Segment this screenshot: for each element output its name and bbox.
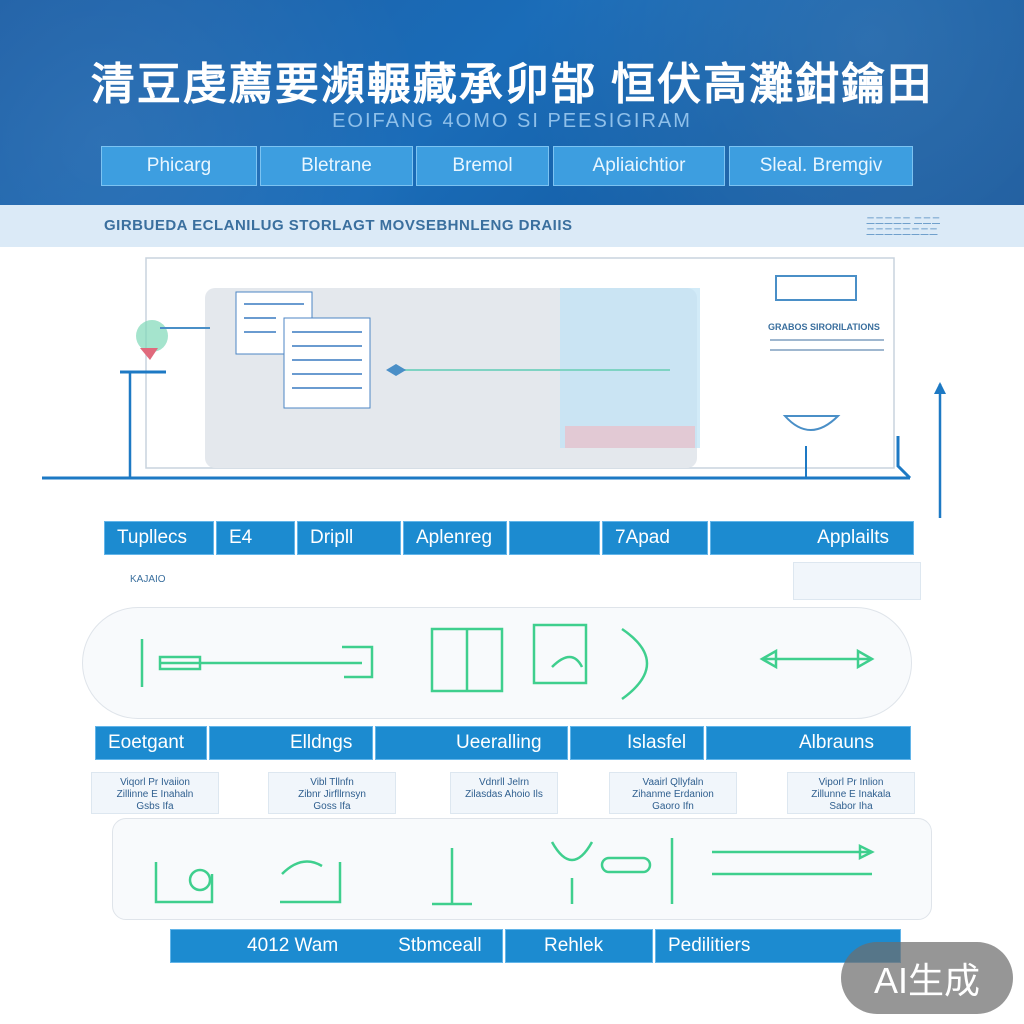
motor-icon [281, 860, 323, 875]
panel-heading: GRABOS SIRORILATIONS [768, 322, 880, 332]
note-line: 二二二二二二二二 [866, 227, 939, 237]
label-apad: 7Apad [602, 521, 708, 555]
side-info-box [793, 562, 921, 600]
label-applailts: Applailts [710, 521, 914, 555]
label-e4: E4 [216, 521, 295, 555]
label-aplenreg: Aplenreg [403, 521, 507, 555]
tab-label: Bremol [452, 155, 513, 176]
fork-icon [550, 841, 594, 862]
tab-label: Bletrane [301, 155, 372, 176]
tab-bletrane[interactable]: Bletrane [260, 146, 413, 186]
tab-application[interactable]: Apliaichtior [553, 146, 725, 186]
label-rehlek: Rehlek [505, 929, 653, 963]
pipeline-icons [140, 623, 875, 701]
source-marker [140, 348, 158, 360]
device-block [560, 288, 700, 448]
device-base [565, 426, 695, 448]
side-note: KAJAIO [130, 574, 166, 585]
tab-phicarg[interactable]: Phicarg [101, 146, 257, 186]
ai-generated-badge: AI生成 [841, 942, 1013, 1014]
label-albrauns: Albrauns [706, 726, 911, 760]
section-heading: GIRBUEDA ECLANILUG STORLAGT MOVSEBHNLENG… [104, 217, 573, 234]
label-dripll: Dripll [297, 521, 401, 555]
label-tupllecs: Tupllecs [104, 521, 214, 555]
source-icon [136, 320, 168, 352]
label-ueeralling: Ueeralling [375, 726, 568, 760]
flow-node [386, 364, 406, 376]
panel-text-lines [770, 339, 884, 351]
tab-label: Sleal. Bremgiv [759, 155, 883, 176]
label-eoetgant: Eoetgant [95, 726, 207, 760]
page-title: 清豆虔薦要瀕輾藏承卯郜 恒伏高灘鉗鑰田 [90, 60, 934, 109]
tank-icon [154, 862, 214, 904]
small-device-icon [775, 275, 857, 301]
basin-icon [782, 415, 841, 431]
tab-label: Phicarg [146, 155, 212, 176]
tab-label: Apliaichtior [592, 155, 686, 176]
arc-icon [621, 627, 649, 701]
equipment-icons [154, 838, 875, 906]
label-islasfel: Islasfel [570, 726, 704, 760]
section-note: 二二二二二 二二二 二二二二二二二二 [866, 216, 976, 238]
tab-sleal-bremgiv[interactable]: Sleal. Bremgiv [729, 146, 913, 186]
section-band [0, 205, 1024, 247]
top-diagram: GRABOS SIRORILATIONS [42, 257, 946, 518]
label-blank [509, 521, 600, 555]
equipment-card [112, 818, 932, 920]
screen-icon [532, 623, 588, 685]
page-subtitle: EOIFANG 4OMO SI PEESIGIRAM [332, 110, 692, 132]
note-line: 二二二二二 二二二 [866, 216, 941, 226]
doc-lines [244, 303, 362, 389]
tab-bremol[interactable]: Bremol [416, 146, 549, 186]
label-elldngs: Elldngs [209, 726, 373, 760]
